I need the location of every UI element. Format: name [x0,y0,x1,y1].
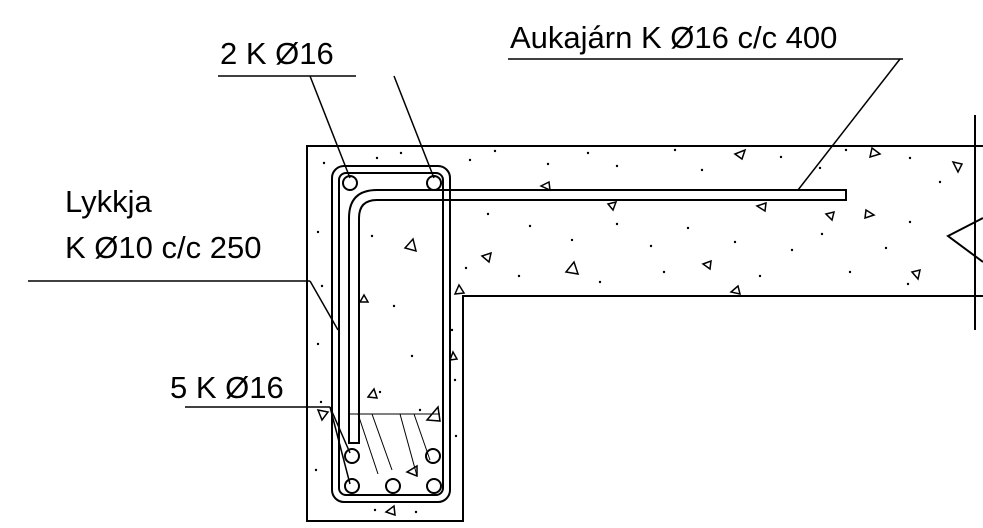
distribution-bars-label: Aukajárn K Ø16 c/c 400 [510,20,837,55]
leader-lines [28,58,903,485]
stirrup-label-line2: K Ø10 c/c 250 [65,230,261,265]
bottom-bar [344,478,360,494]
bottom-bar [426,478,442,494]
concrete-aggregate-triangles [316,146,964,517]
rebar-sections [342,175,442,494]
stirrup-outer [331,165,451,503]
beam-outline [306,145,983,522]
top-bar [426,175,442,191]
concrete-outline [306,115,983,522]
stirrup-leader [309,280,339,331]
bottom-bars-leader [329,406,351,485]
stirrup [331,165,451,503]
top-bars-leader [309,75,351,179]
concrete-texture [314,148,942,514]
stirrup-inner [338,172,444,496]
distribution-bar [348,189,847,444]
bottom-bars-label: 5 K Ø16 [170,370,284,405]
concrete-hatching [348,413,440,477]
bottom-bar [344,448,360,464]
top-bars-leader [393,75,435,179]
stirrup-label-line1: Lykkja [65,184,152,219]
bottom-bar [385,478,401,494]
top-bars-label: 2 K Ø16 [220,36,334,71]
top-bar [342,175,358,191]
bottom-bars-leader [329,406,351,454]
distribution-leader [797,58,901,191]
slab-break-symbol [946,217,983,263]
